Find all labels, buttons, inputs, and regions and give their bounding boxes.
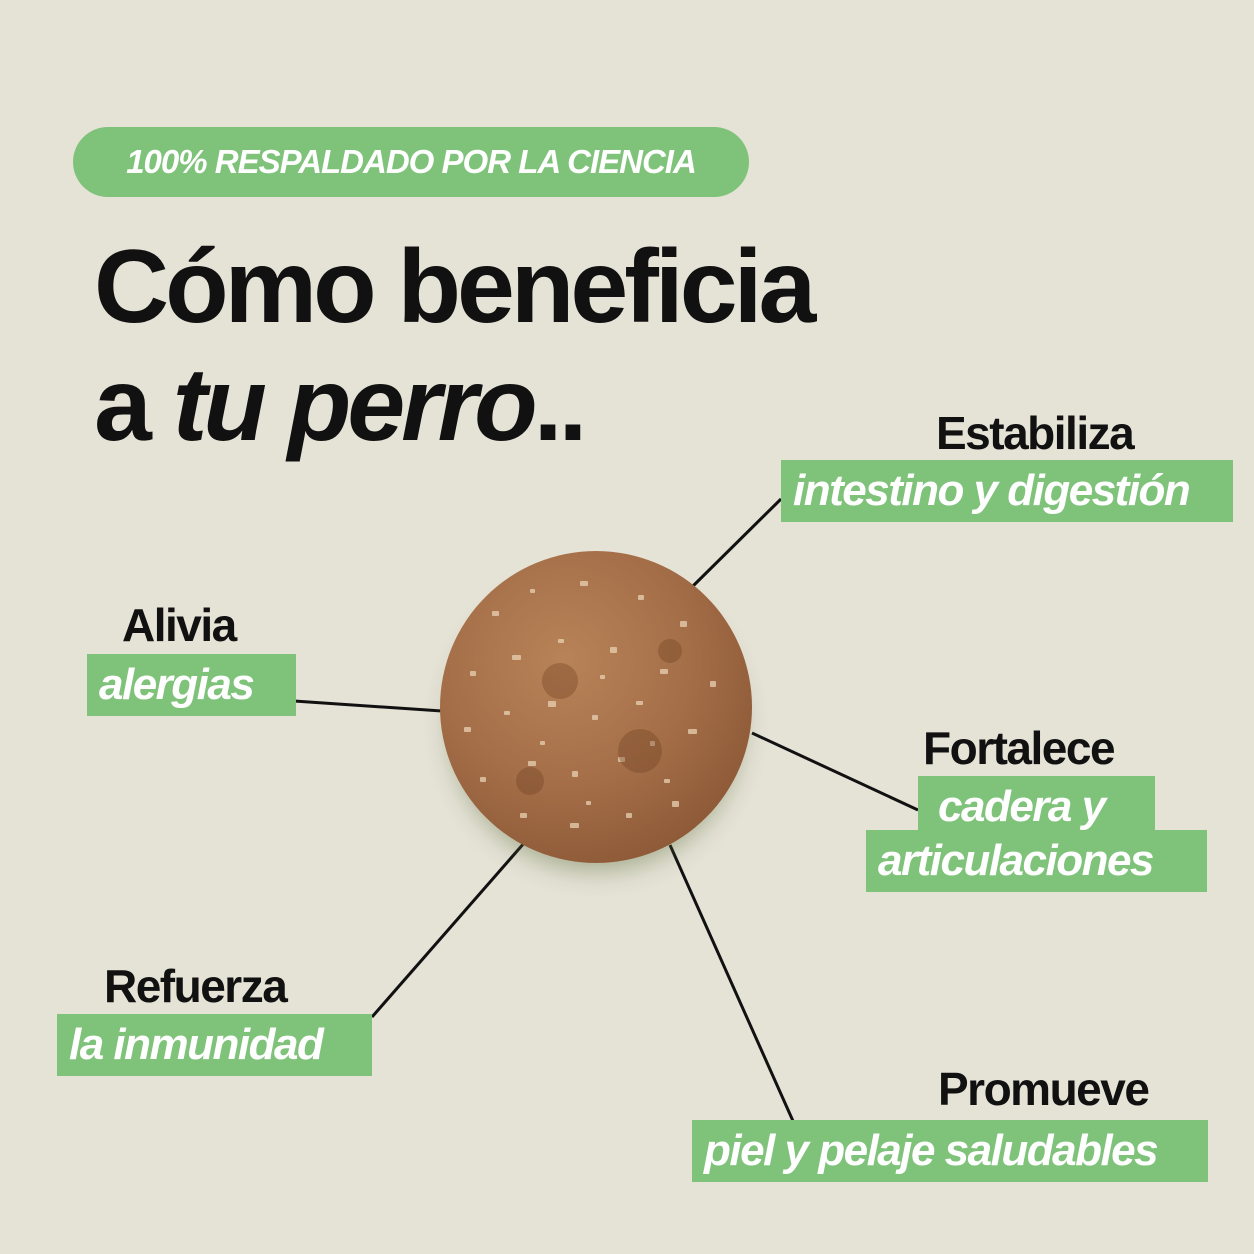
- title-line-2-italic: tu perro: [172, 347, 538, 463]
- benefit-promueve-heading: Promueve: [938, 1063, 1150, 1115]
- connector-refuerza: [370, 841, 527, 1018]
- benefit-alivia-heading: Alivia: [122, 599, 237, 651]
- connector-estabiliza: [691, 497, 783, 588]
- title-line-2-lead: a: [94, 347, 173, 463]
- benefit-refuerza-tag: la inmunidad: [57, 1014, 372, 1076]
- benefit-alivia-tag: alergias: [87, 654, 296, 716]
- science-badge: 100% RESPALDADO POR LA CIENCIA: [73, 127, 749, 197]
- benefit-estabiliza-tag: intestino y digestión: [781, 460, 1233, 522]
- page-title: Cómo beneficia a tu perro..: [94, 228, 816, 464]
- benefit-fortalece-tag-line-2: articulaciones: [866, 830, 1207, 892]
- science-badge-text: 100% RESPALDADO POR LA CIENCIA: [126, 143, 697, 180]
- connector-fortalece: [751, 731, 919, 812]
- connector-alivia: [293, 699, 443, 713]
- benefit-estabiliza-heading: Estabiliza: [936, 407, 1135, 459]
- benefit-promueve-tag: piel y pelaje saludables: [692, 1120, 1208, 1182]
- connector-promueve: [668, 844, 795, 1122]
- benefit-refuerza-heading: Refuerza: [104, 960, 288, 1012]
- gummy-treat-image: [440, 551, 752, 863]
- benefit-fortalece-tag-line-1: cadera y: [918, 776, 1155, 838]
- title-line-1: Cómo beneficia: [94, 229, 816, 345]
- sugar-crystals-texture: [464, 581, 716, 828]
- title-line-2-trail: ..: [533, 347, 588, 463]
- benefit-fortalece-heading: Fortalece: [923, 722, 1116, 774]
